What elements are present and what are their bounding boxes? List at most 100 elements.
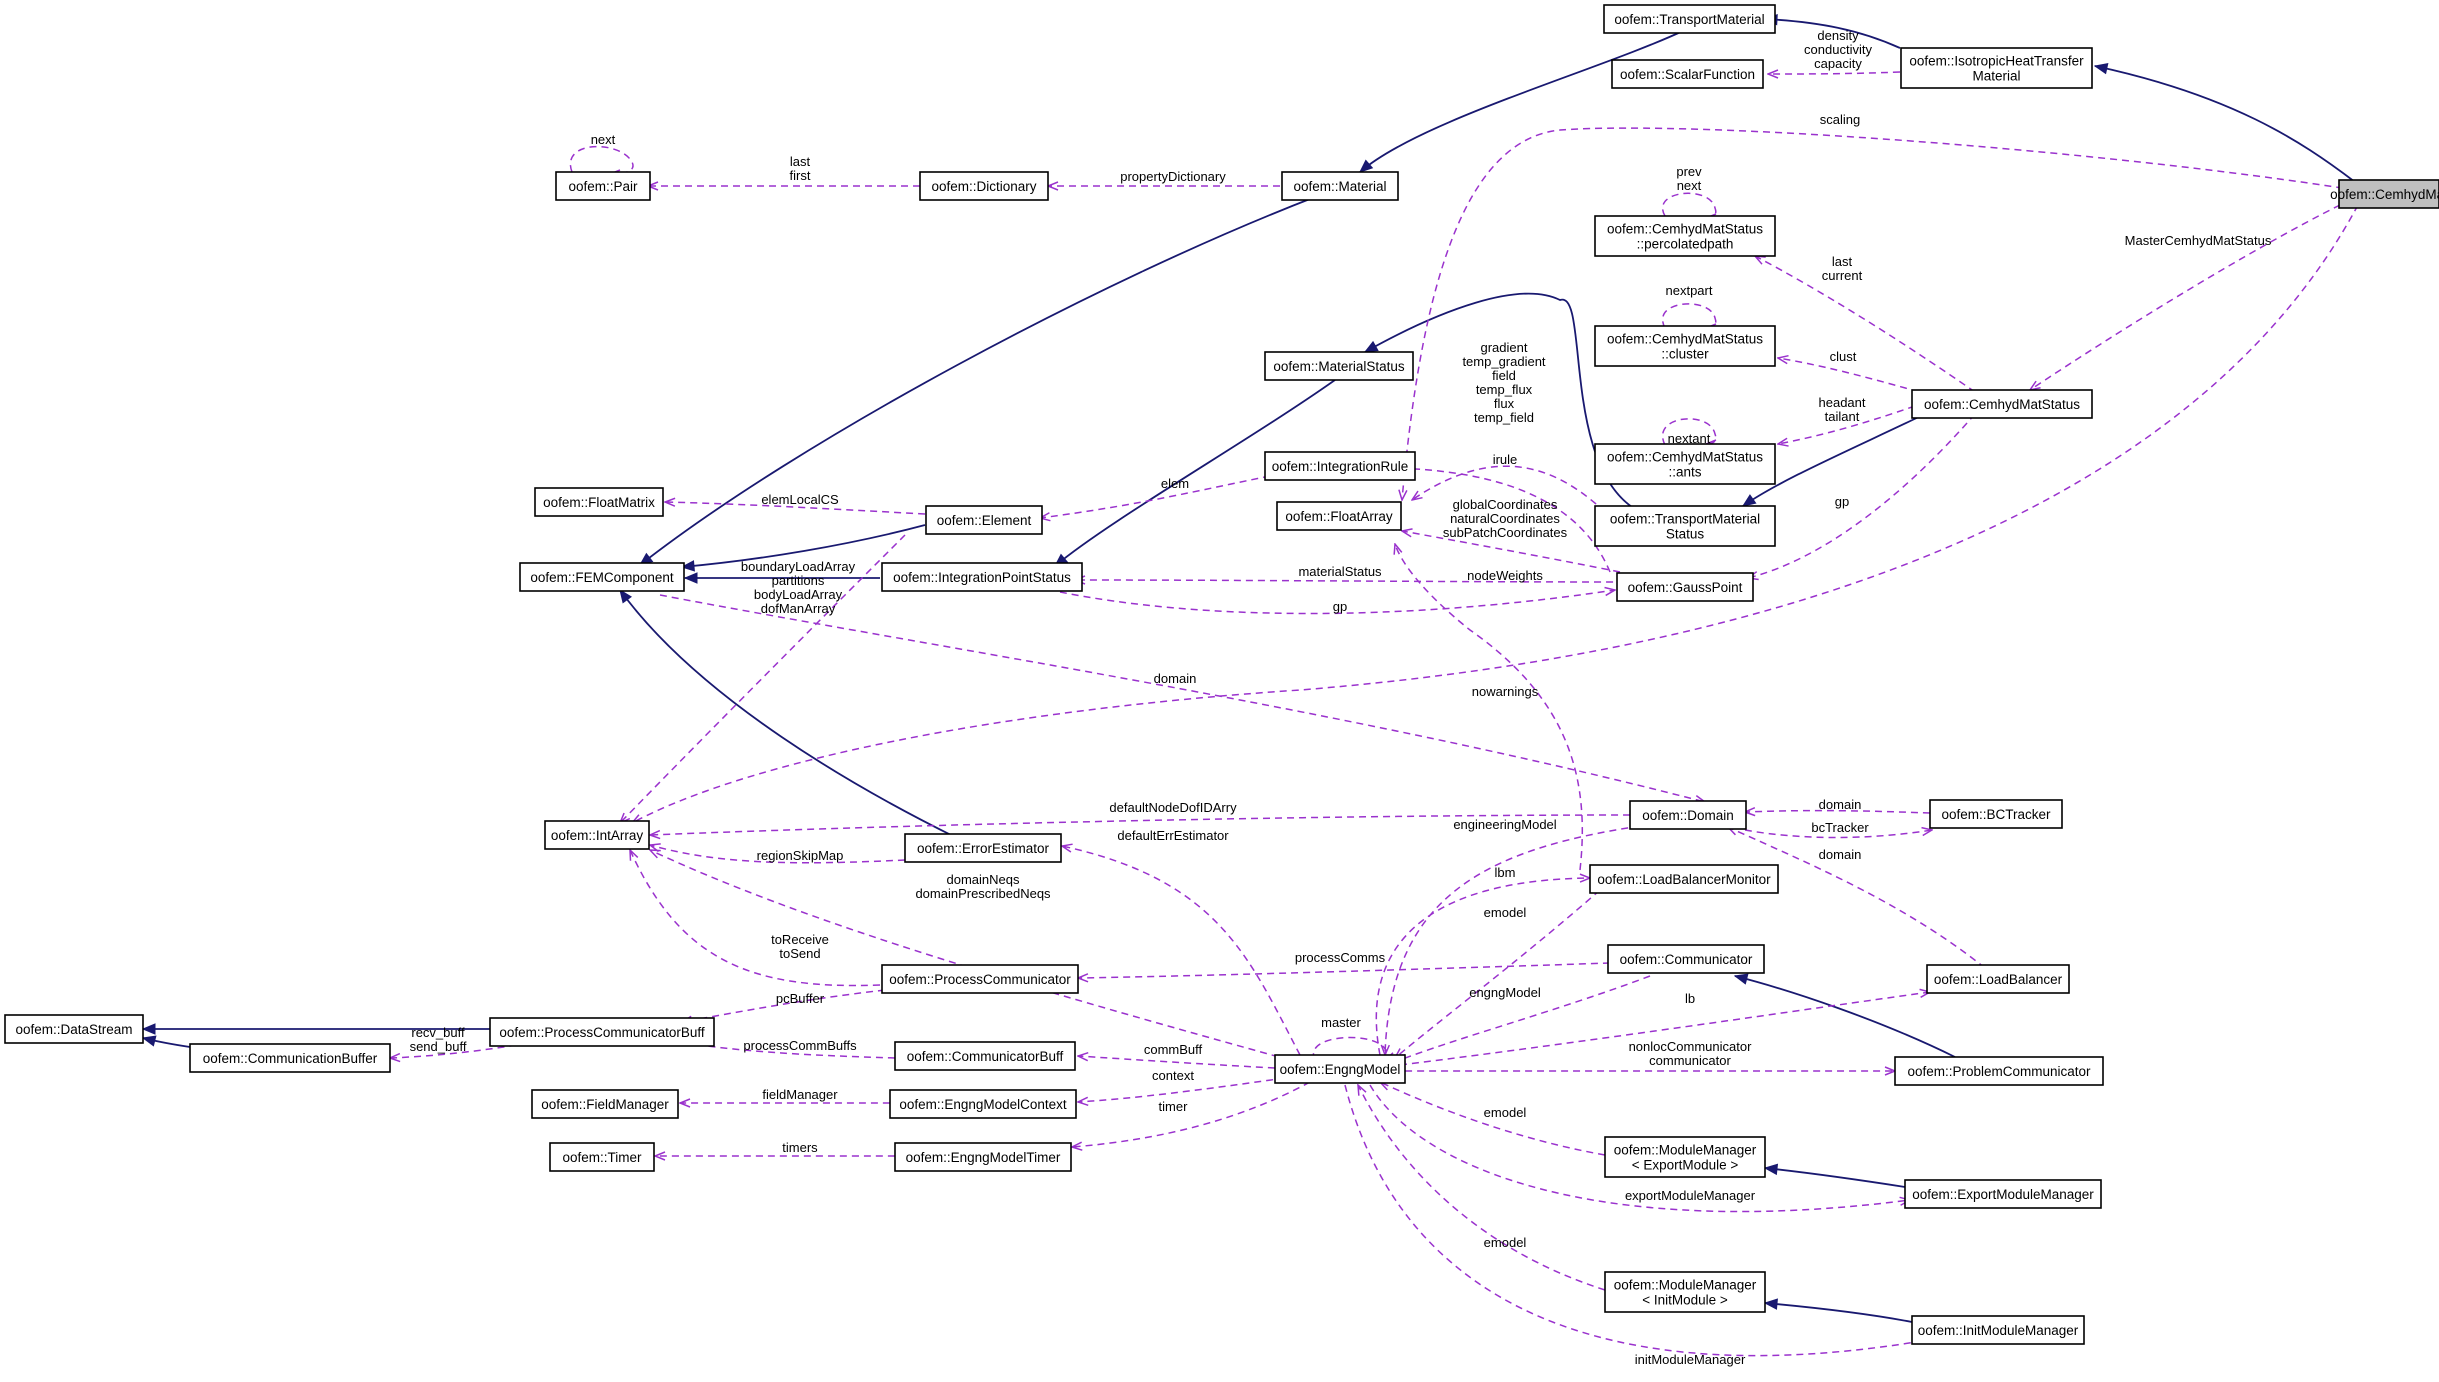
node-box[interactable] — [1616, 572, 1754, 602]
edge-label-line: toSend — [779, 946, 820, 961]
node-export-module-manager[interactable]: oofem::ExportModuleManager — [1904, 1179, 2102, 1209]
edge-gausspoint-ipstatus — [1075, 580, 1626, 582]
node-box[interactable] — [1629, 800, 1747, 830]
node-box[interactable] — [1594, 505, 1776, 547]
node-domain[interactable]: oofem::Domain — [1629, 800, 1747, 830]
node-init-module-manager[interactable]: oofem::InitModuleManager — [1911, 1315, 2085, 1345]
node-cemhyd-mat-status[interactable]: oofem::CemhydMatStatus — [1911, 389, 2093, 419]
node-box[interactable] — [519, 562, 685, 592]
node-element[interactable]: oofem::Element — [925, 505, 1043, 535]
edge-communicator-proccomm — [1078, 962, 1611, 978]
node-box[interactable] — [534, 487, 664, 517]
node-box[interactable] — [889, 1089, 1077, 1119]
node-box[interactable] — [1274, 1054, 1406, 1084]
node-gauss-point[interactable]: oofem::GaussPoint — [1616, 572, 1754, 602]
node-box[interactable] — [881, 964, 1079, 994]
node-box[interactable] — [904, 833, 1062, 863]
node-dictionary[interactable]: oofem::Dictionary — [919, 171, 1049, 201]
node-integration-rule[interactable]: oofem::IntegrationRule — [1264, 451, 1416, 481]
node-percolatedpath[interactable]: oofem::CemhydMatStatus::percolatedpath — [1594, 215, 1776, 257]
node-cemhyd-mat[interactable]: oofem::CemhydMat — [2330, 179, 2439, 209]
node-box[interactable] — [1281, 171, 1399, 201]
node-box[interactable] — [555, 171, 651, 201]
edge-label-initmm: initModuleManager — [1635, 1352, 1746, 1367]
node-box[interactable] — [1594, 215, 1776, 257]
node-float-array[interactable]: oofem::FloatArray — [1276, 501, 1402, 531]
node-box[interactable] — [1604, 1271, 1766, 1313]
node-box[interactable] — [189, 1043, 391, 1073]
node-transport-material[interactable]: oofem::TransportMaterial — [1603, 4, 1776, 34]
node-box[interactable] — [1911, 1315, 2085, 1345]
node-label: ::ants — [1668, 465, 1701, 480]
node-box[interactable] — [1264, 451, 1416, 481]
edge-label-line: timers — [782, 1140, 818, 1155]
node-int-array[interactable]: oofem::IntArray — [544, 820, 650, 850]
node-box[interactable] — [1594, 443, 1776, 485]
node-label: oofem::GaussPoint — [1628, 580, 1743, 595]
node-engng-model-context[interactable]: oofem::EngngModelContext — [889, 1089, 1077, 1119]
node-box[interactable] — [544, 820, 650, 850]
node-error-estimator[interactable]: oofem::ErrorEstimator — [904, 833, 1062, 863]
node-material-status[interactable]: oofem::MaterialStatus — [1264, 351, 1414, 381]
node-label: oofem::EngngModelTimer — [906, 1150, 1061, 1165]
node-pair[interactable]: oofem::Pair — [555, 171, 651, 201]
node-box[interactable] — [1603, 4, 1776, 34]
edge-ipstatus-gausspoint — [1059, 590, 1615, 615]
edge-label-line: last — [790, 154, 811, 169]
node-integration-point-status[interactable]: oofem::IntegrationPointStatus — [881, 562, 1083, 592]
node-box[interactable] — [1926, 964, 2070, 994]
node-load-balancer-monitor[interactable]: oofem::LoadBalancerMonitor — [1589, 864, 1779, 894]
node-box[interactable] — [531, 1089, 679, 1119]
node-box[interactable] — [1604, 1136, 1766, 1178]
node-box[interactable] — [919, 171, 1049, 201]
node-box[interactable] — [4, 1014, 144, 1044]
node-material[interactable]: oofem::Material — [1281, 171, 1399, 201]
edge-label-line: gp — [1835, 494, 1849, 509]
node-data-stream[interactable]: oofem::DataStream — [4, 1014, 144, 1044]
node-module-manager-export[interactable]: oofem::ModuleManager< ExportModule > — [1604, 1136, 1766, 1178]
node-box[interactable] — [1611, 59, 1764, 89]
node-field-manager[interactable]: oofem::FieldManager — [531, 1089, 679, 1119]
node-process-communicator[interactable]: oofem::ProcessCommunicator — [881, 964, 1079, 994]
node-fem-component[interactable]: oofem::FEMComponent — [519, 562, 685, 592]
node-box[interactable] — [1594, 325, 1776, 367]
node-box[interactable] — [1900, 47, 2093, 89]
edge-communicatorbuff-pcbuff — [665, 1040, 896, 1059]
node-box[interactable] — [1929, 799, 2063, 829]
node-box[interactable] — [2338, 179, 2439, 209]
node-label: oofem::CommunicationBuffer — [203, 1051, 378, 1066]
node-module-manager-init[interactable]: oofem::ModuleManager< InitModule > — [1604, 1271, 1766, 1313]
node-box[interactable] — [1911, 389, 2093, 419]
node-box[interactable] — [1264, 351, 1414, 381]
node-box[interactable] — [894, 1142, 1072, 1172]
node-cluster[interactable]: oofem::CemhydMatStatus::cluster — [1594, 325, 1776, 367]
node-engng-model[interactable]: oofem::EngngModel — [1274, 1054, 1406, 1084]
node-box[interactable] — [1589, 864, 1779, 894]
node-box[interactable] — [881, 562, 1083, 592]
node-box[interactable] — [489, 1017, 715, 1047]
node-box[interactable] — [549, 1142, 655, 1172]
node-communicator[interactable]: oofem::Communicator — [1607, 944, 1765, 974]
node-problem-communicator[interactable]: oofem::ProblemCommunicator — [1894, 1056, 2104, 1086]
node-box[interactable] — [1894, 1056, 2104, 1086]
node-float-matrix[interactable]: oofem::FloatMatrix — [534, 487, 664, 517]
node-box[interactable] — [925, 505, 1043, 535]
node-ants[interactable]: oofem::CemhydMatStatus::ants — [1594, 443, 1776, 485]
node-box[interactable] — [1276, 501, 1402, 531]
node-process-communicator-buff[interactable]: oofem::ProcessCommunicatorBuff — [489, 1017, 715, 1047]
node-load-balancer[interactable]: oofem::LoadBalancer — [1926, 964, 2070, 994]
edge-domain-intarray — [650, 814, 1631, 835]
node-communication-buffer[interactable]: oofem::CommunicationBuffer — [189, 1043, 391, 1073]
node-box[interactable] — [1607, 944, 1765, 974]
node-box[interactable] — [1904, 1179, 2102, 1209]
node-timer[interactable]: oofem::Timer — [549, 1142, 655, 1172]
node-bc-tracker[interactable]: oofem::BCTracker — [1929, 799, 2063, 829]
node-communicator-buff[interactable]: oofem::CommunicatorBuff — [894, 1041, 1076, 1071]
node-engng-model-timer[interactable]: oofem::EngngModelTimer — [894, 1142, 1072, 1172]
node-box[interactable] — [894, 1041, 1076, 1071]
node-scalar-function[interactable]: oofem::ScalarFunction — [1611, 59, 1764, 89]
node-label: oofem::EngngModel — [1280, 1062, 1401, 1077]
